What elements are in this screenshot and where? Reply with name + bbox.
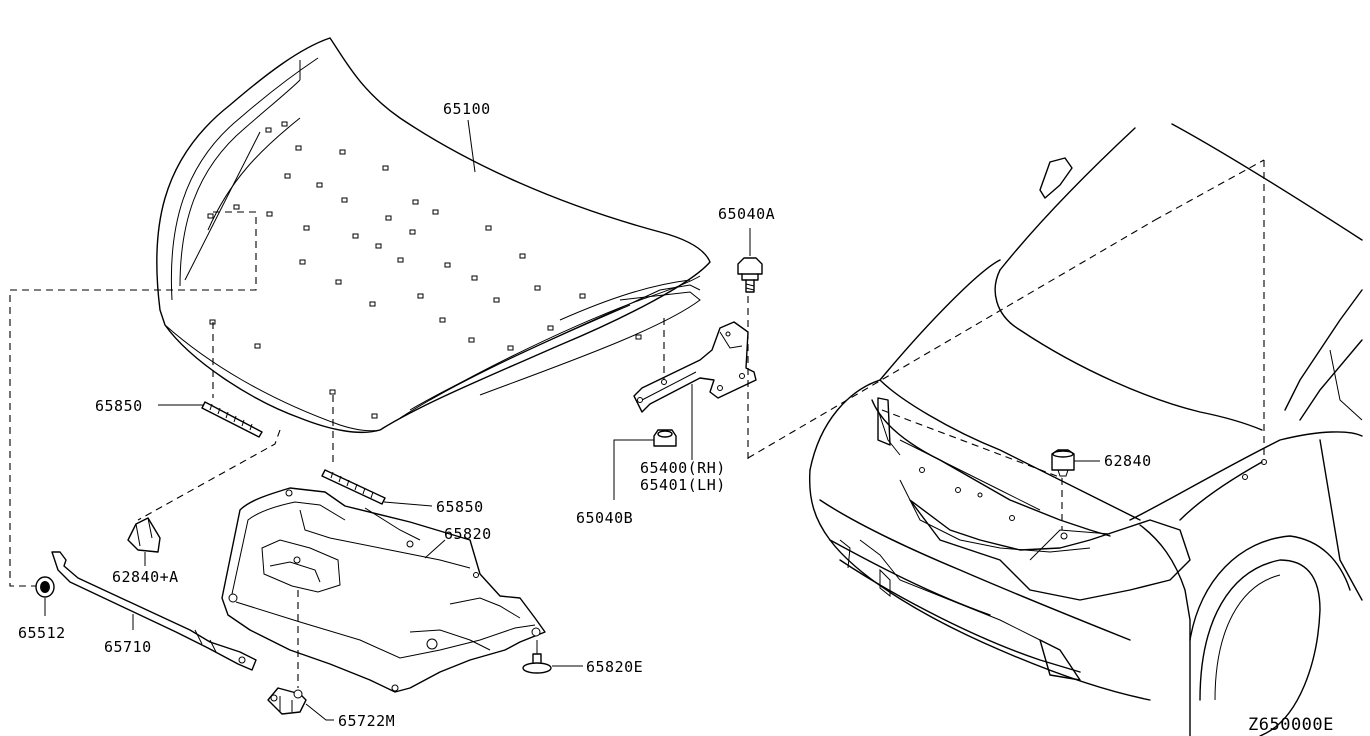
label-support-rod: 65710 <box>104 638 152 656</box>
label-grommet: 65512 <box>18 624 66 642</box>
label-bumper-rubber: 65040B <box>576 509 633 527</box>
label-insulator-clip: 65820E <box>586 658 643 676</box>
label-stop-rubber: 62840 <box>1104 452 1152 470</box>
label-hinge-bolt: 65040A <box>718 205 775 223</box>
bumper-rubber[interactable] <box>653 429 677 447</box>
hood-holes <box>207 121 642 419</box>
label-rod-clip: 65722M <box>338 712 395 730</box>
label-hinge-lh: 65401(LH) <box>640 476 726 494</box>
label-stop-rubber-a: 62840+A <box>112 568 179 586</box>
hood-support-rod[interactable] <box>51 551 257 671</box>
insulator-clip[interactable] <box>522 640 552 674</box>
rod-clip[interactable] <box>267 687 307 715</box>
grommet[interactable] <box>35 576 55 598</box>
stop-rubber-a[interactable] <box>127 517 161 553</box>
label-seal-upper: 65850 <box>95 397 143 415</box>
diagram-id: Z650000E <box>1248 715 1334 735</box>
hinge-bolt[interactable] <box>737 257 763 293</box>
vehicle-front-view <box>808 123 1363 736</box>
hood-seal-upper[interactable] <box>201 401 263 438</box>
hood-hinge[interactable] <box>633 321 757 413</box>
hood-seal-lower[interactable] <box>321 469 386 505</box>
label-seal-lower: 65850 <box>436 498 484 516</box>
label-hood: 65100 <box>443 100 491 118</box>
stop-rubber[interactable] <box>1051 449 1075 477</box>
label-insulator: 65820 <box>444 525 492 543</box>
hood-insulator[interactable] <box>221 487 546 693</box>
label-hinge-rh: 65400(RH) <box>640 459 726 477</box>
hood-panel[interactable] <box>156 37 711 434</box>
